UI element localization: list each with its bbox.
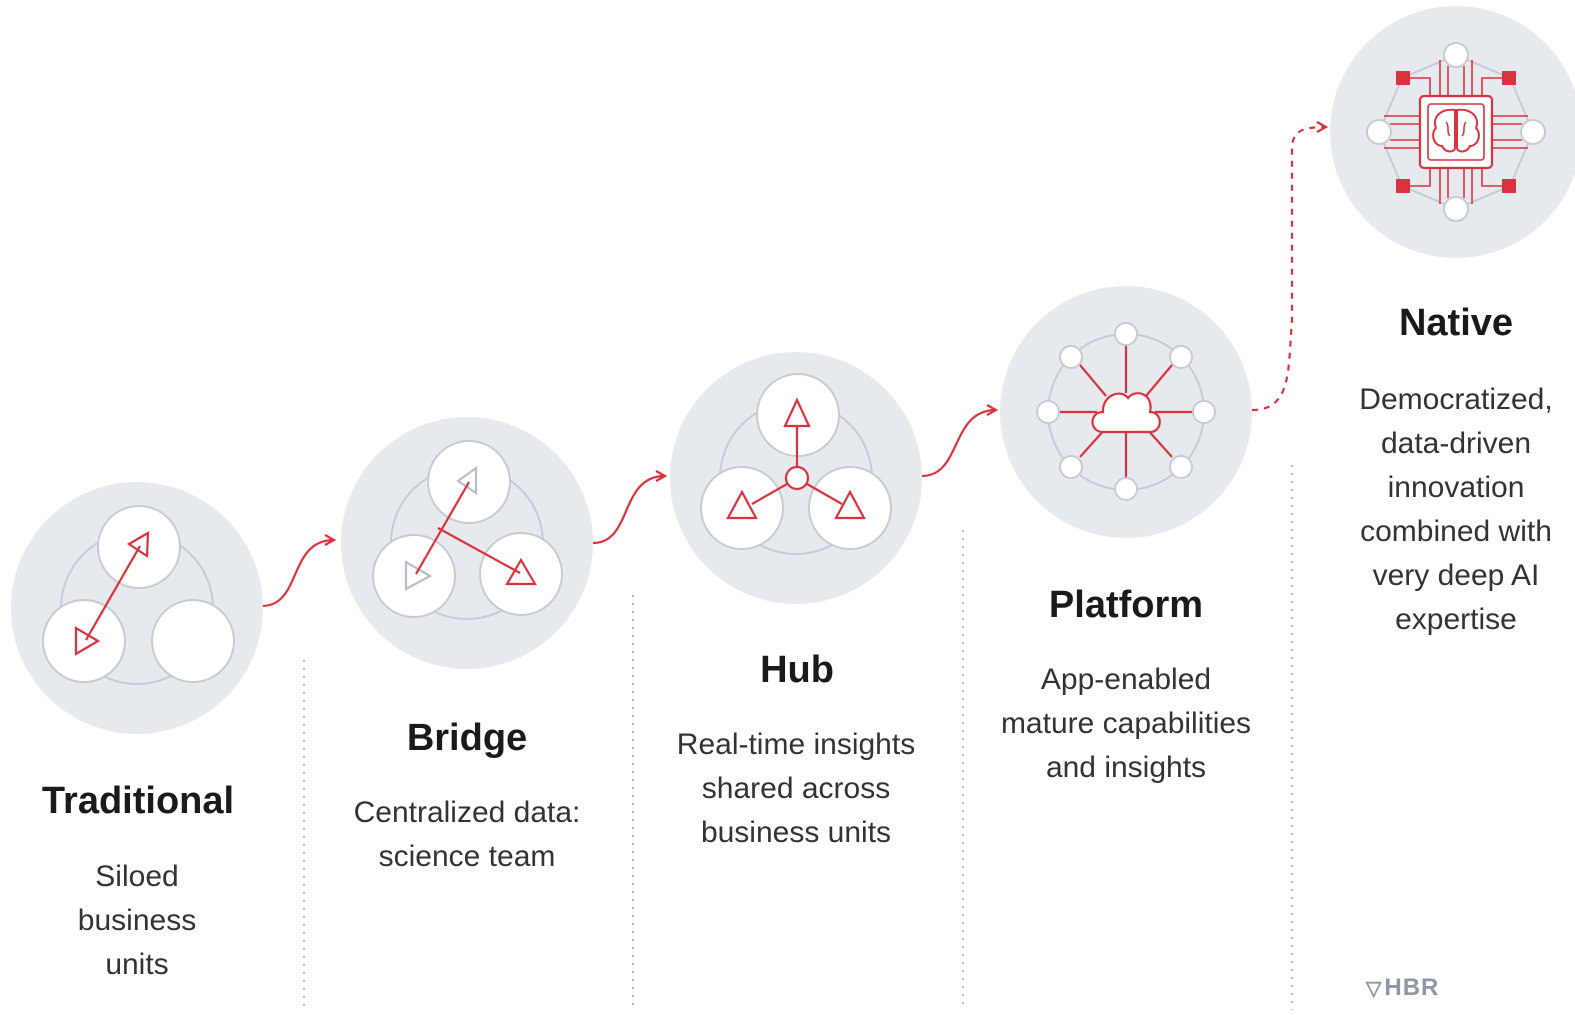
connector-arrows xyxy=(261,127,1326,608)
arrow-bridge-to-hub xyxy=(592,476,665,545)
stage-desc-platform: App-enabled mature capabilities and insi… xyxy=(1000,663,1252,784)
hbr-logo: ▽HBR xyxy=(1366,974,1439,1002)
arrow-platform-to-native xyxy=(1251,127,1326,412)
stage-desc-traditional: Siloed business units xyxy=(77,860,197,981)
stage-desc-hub: Real-time insights shared across busines… xyxy=(676,728,916,849)
native-icon xyxy=(1330,6,1575,258)
stage-desc-native: Democratized, data-driven innovation com… xyxy=(1359,383,1553,636)
stage-dividers xyxy=(303,465,1293,1010)
hbr-logo-text: HBR xyxy=(1384,974,1440,1001)
traditional-icon xyxy=(11,482,263,734)
arrow-traditional-to-bridge xyxy=(261,540,334,608)
arrow-hub-to-platform xyxy=(921,410,996,478)
stage-title-hub: Hub xyxy=(760,649,834,691)
stage-title-traditional: Traditional xyxy=(41,780,235,822)
hub-icon xyxy=(670,352,922,604)
platform-icon xyxy=(1000,286,1252,538)
stage-desc-bridge: Centralized data: science team xyxy=(353,796,581,873)
shield-icon: ▽ xyxy=(1366,978,1383,1000)
stage-title-native: Native xyxy=(1398,302,1514,344)
stage-title-platform: Platform xyxy=(1048,584,1204,626)
stage-title-bridge: Bridge xyxy=(406,717,528,759)
bridge-icon xyxy=(341,417,593,669)
